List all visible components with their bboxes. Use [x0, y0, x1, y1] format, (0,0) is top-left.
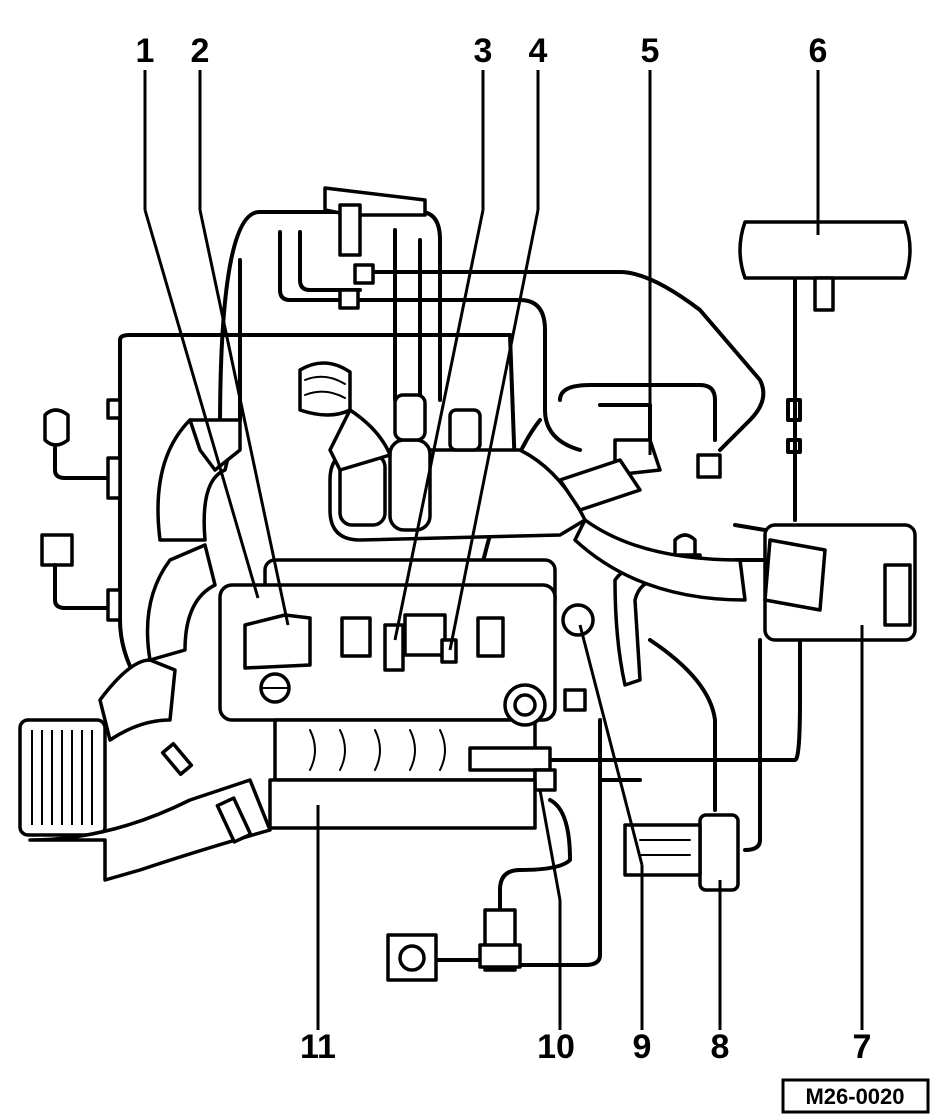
leader-lines: [143, 70, 864, 1030]
right-components: [386, 220, 917, 982]
callout-7: 7: [853, 1028, 872, 1066]
callout-8: 8: [711, 1028, 730, 1066]
callout-4: 4: [529, 32, 548, 70]
engine-block: [218, 186, 595, 792]
callout-9: 9: [633, 1028, 652, 1066]
callout-11: 11: [300, 1028, 336, 1066]
callout-6: 6: [809, 32, 828, 70]
callout-2: 2: [191, 32, 210, 70]
callout-3: 3: [474, 32, 493, 70]
reference-code: M26-0020: [805, 1084, 904, 1109]
intake-tract: [18, 398, 537, 882]
callout-10: 10: [537, 1028, 575, 1066]
reference-code-box: M26-0020: [781, 1078, 930, 1114]
callout-labels: 1 2 3 4 5 6 7 8 9 10 11: [136, 32, 872, 1066]
callout-1: 1: [136, 32, 155, 70]
callout-5: 5: [641, 32, 660, 70]
